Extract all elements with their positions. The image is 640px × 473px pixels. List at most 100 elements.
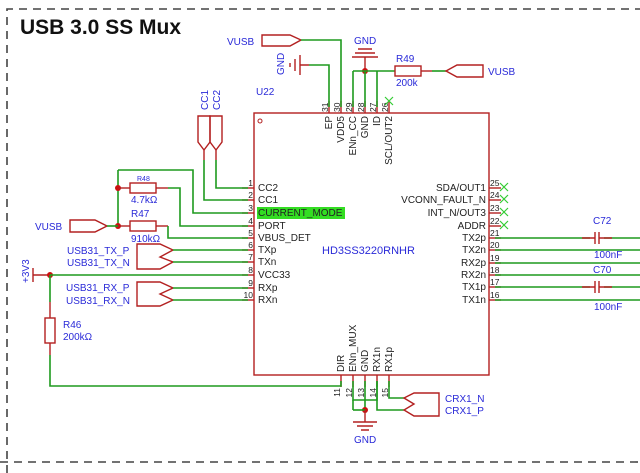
wire-dir <box>49 355 342 387</box>
resistor-r49[interactable] <box>394 65 422 77</box>
sheet-border <box>6 8 640 473</box>
usb31-tx-ports[interactable] <box>136 243 175 270</box>
pin-number: 7 <box>248 252 253 262</box>
resistor-r46[interactable] <box>44 317 56 344</box>
c72-value: 100nF <box>594 250 622 261</box>
current-mode-highlight <box>257 207 345 219</box>
no-connect-icon <box>499 207 509 217</box>
pin-label: TX2p <box>462 233 486 244</box>
gnd-top-symbol <box>352 48 378 71</box>
wire-right-ss <box>495 237 640 301</box>
pin-number: 28 <box>356 102 366 112</box>
pin-label: RX1p <box>384 347 395 372</box>
c72-gap <box>590 232 604 244</box>
ic-body[interactable] <box>253 112 490 376</box>
vusb-left-label: VUSB <box>35 222 63 233</box>
pin-label: TXp <box>258 245 277 256</box>
vusb-right-port[interactable] <box>444 64 484 78</box>
crx1-p-label: CRX1_P <box>445 406 484 417</box>
cc1-port[interactable] <box>197 115 211 152</box>
wire-gnd-ep <box>309 64 330 107</box>
pin-label: SDA/OUT1 <box>436 183 486 194</box>
pin-number: 15 <box>380 388 390 398</box>
wire-usb31-tx <box>173 249 248 263</box>
pin-label: INT_N/OUT3 <box>428 208 487 219</box>
pin-number: 4 <box>248 216 253 226</box>
cc2-port[interactable] <box>209 115 223 152</box>
capacitor-c70[interactable] <box>582 281 612 293</box>
wire-id <box>376 70 395 107</box>
pin-label: PORT <box>258 221 286 232</box>
wire-3v3 <box>49 274 248 302</box>
pin-label: RXn <box>258 295 277 306</box>
wire-cc2 <box>215 160 248 189</box>
pin-label: CC1 <box>258 195 278 206</box>
pin-number: 11 <box>332 388 342 397</box>
crx1-ports[interactable] <box>402 392 440 417</box>
pin-label: TXn <box>258 257 276 268</box>
gnd-top-left-label: GND <box>276 53 287 75</box>
pin-number: 5 <box>248 228 253 238</box>
wire-rx1 <box>376 381 404 411</box>
pin-number: 16 <box>490 290 500 300</box>
pin-number: 18 <box>490 265 500 275</box>
cc1-label: CC1 <box>200 90 211 110</box>
gnd-top-left-symbol <box>289 55 309 75</box>
pin-label: GND <box>360 350 371 372</box>
pin-number: 9 <box>248 278 253 288</box>
r46-value: 200kΩ <box>63 332 93 343</box>
usb31-rx-ports[interactable] <box>136 281 175 307</box>
ic-ref: U22 <box>256 87 275 98</box>
gnd-bottom-symbol <box>353 410 377 431</box>
vusb-top-label: VUSB <box>227 37 255 48</box>
wire-cc1 <box>203 160 248 201</box>
pin-number: 25 <box>490 178 500 188</box>
pin-label: RX2p <box>461 258 486 269</box>
resistor-r47[interactable] <box>129 220 157 232</box>
pin-number: 1 <box>248 178 253 188</box>
no-connect-icon <box>499 182 509 192</box>
wire-gnd-enn-gnd <box>352 70 377 107</box>
resistor-r48[interactable] <box>129 182 157 194</box>
pin-number: 24 <box>490 190 500 200</box>
wire-vbus-det <box>167 226 248 239</box>
pin-label: DIR <box>336 355 347 372</box>
c72-ref: C72 <box>593 216 612 227</box>
pin-label: RX2n <box>461 270 486 281</box>
pin1-marker <box>257 118 263 124</box>
r48-ref: R48 <box>137 176 150 183</box>
pin-label: RX1n <box>372 347 383 372</box>
gnd-top-label: GND <box>354 36 376 47</box>
vusb-top-port[interactable] <box>261 34 303 47</box>
pin-number: 23 <box>490 203 500 213</box>
wire-current-mode <box>118 169 248 214</box>
pin-number: 20 <box>490 240 500 250</box>
vusb-left-port[interactable] <box>69 219 109 233</box>
wire-vusb-vdd5 <box>301 39 342 107</box>
cc2-label: CC2 <box>212 90 223 110</box>
cc-leads <box>203 150 217 160</box>
ic-part-number: HD3SS3220RNHR <box>322 245 415 257</box>
c70-gap <box>590 281 604 293</box>
v3v3-label: +3V3 <box>21 259 32 283</box>
pin-label: CURRENT_MODE <box>258 208 343 219</box>
pin-number: 2 <box>248 190 253 200</box>
capacitor-c72[interactable] <box>582 232 612 244</box>
pin-number: 30 <box>332 102 342 112</box>
pin-label: ENn_CC <box>348 116 359 155</box>
pin-number: 14 <box>368 388 378 398</box>
no-connect-icon <box>384 96 394 106</box>
pin-label: VDD5 <box>336 116 347 143</box>
gnd-bottom-label: GND <box>354 435 376 446</box>
pin-number: 26 <box>380 102 390 112</box>
pin-label: ID <box>372 116 383 126</box>
usb31-rx-n-label: USB31_RX_N <box>66 296 130 307</box>
no-connect-icon <box>499 194 509 204</box>
pin-number: 13 <box>356 388 366 398</box>
usb31-tx-p-label: USB31_TX_P <box>67 246 130 257</box>
pin-label: ADDR <box>458 221 486 232</box>
c70-value: 100nF <box>594 302 622 313</box>
